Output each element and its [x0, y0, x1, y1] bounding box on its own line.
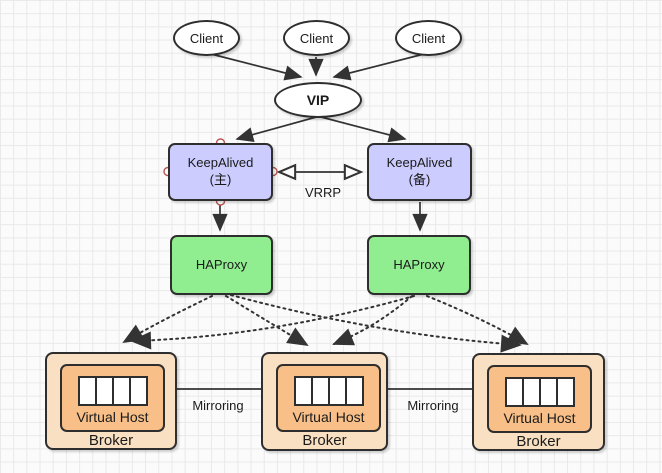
queue-icon	[504, 377, 575, 407]
edge-client3-vip[interactable]	[332, 53, 425, 81]
virtual-host-label: Virtual Host	[292, 409, 365, 425]
queue-cell	[313, 378, 330, 404]
haproxy-label: HAProxy	[195, 256, 248, 272]
client-node-2[interactable]: Client	[283, 20, 350, 56]
queue-cell	[507, 379, 524, 405]
queue-cell	[524, 379, 541, 405]
client-label: Client	[411, 30, 446, 46]
queue-cell	[330, 378, 347, 404]
broker-label: Broker	[88, 432, 134, 449]
queue-icon	[77, 376, 148, 406]
client-label: Client	[299, 30, 334, 46]
virtual-host-label: Virtual Host	[76, 409, 149, 425]
client-label: Client	[189, 30, 224, 46]
client-node-3[interactable]: Client	[395, 20, 462, 56]
vip-node[interactable]: VIP	[274, 82, 362, 118]
queue-cell	[558, 379, 573, 405]
queue-cell	[80, 378, 97, 404]
keepalived-backup-name: KeepAlived	[386, 155, 453, 171]
haproxy-label: HAProxy	[393, 256, 445, 272]
haproxy-node-left[interactable]: HAProxy	[170, 235, 273, 295]
broker-label: Broker	[302, 432, 347, 449]
keepalived-backup-node[interactable]: KeepAlived (备)	[367, 143, 472, 201]
queue-icon	[293, 376, 364, 406]
broker-node-3[interactable]: Virtual Host Broker	[472, 353, 605, 451]
edge-haproxy-left-broker1[interactable]	[122, 295, 213, 344]
mirroring-label-right: Mirroring	[407, 398, 459, 413]
virtual-host-box[interactable]: Virtual Host	[276, 364, 381, 432]
edge-haproxy-right-broker3[interactable]	[426, 295, 529, 346]
queue-cell	[296, 378, 313, 404]
mirroring-label-left: Mirroring	[192, 398, 244, 413]
keepalived-backup-role: (备)	[408, 172, 431, 187]
edge-haproxy-right-broker1[interactable]	[130, 295, 415, 350]
haproxy-node-right[interactable]: HAProxy	[367, 235, 471, 295]
client-node-1[interactable]: Client	[173, 20, 240, 56]
queue-cell	[541, 379, 558, 405]
broker-node-1[interactable]: Virtual Host Broker	[45, 352, 177, 450]
vip-label: VIP	[306, 92, 330, 108]
vrrp-label: VRRP	[304, 185, 342, 200]
queue-cell	[97, 378, 114, 404]
keepalived-master-node[interactable]: KeepAlived (主)	[168, 143, 273, 201]
edge-client1-vip[interactable]	[210, 53, 303, 81]
keepalived-master-role: (主)	[209, 172, 232, 187]
virtual-host-box[interactable]: Virtual Host	[60, 364, 165, 432]
broker-node-2[interactable]: Virtual Host Broker	[261, 352, 388, 451]
queue-cell	[131, 378, 146, 404]
edge-haproxy-right-broker2[interactable]	[332, 295, 413, 346]
virtual-host-label: Virtual Host	[503, 410, 576, 426]
queue-cell	[347, 378, 362, 404]
edge-haproxy-left-broker3[interactable]	[230, 294, 522, 353]
virtual-host-box[interactable]: Virtual Host	[487, 365, 592, 433]
edge-haproxy-left-broker2[interactable]	[225, 295, 309, 347]
queue-cell	[114, 378, 131, 404]
keepalived-master-name: KeepAlived	[187, 155, 254, 171]
broker-label: Broker	[516, 433, 561, 450]
